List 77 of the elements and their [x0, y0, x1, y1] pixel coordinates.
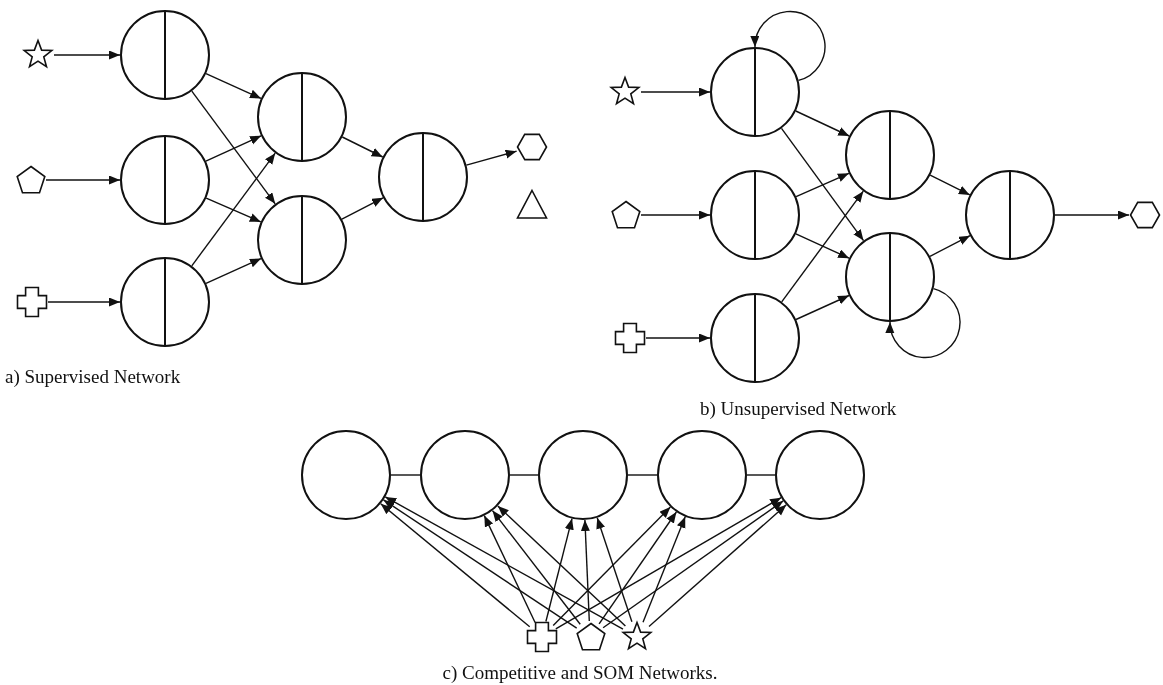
- arrow: [545, 517, 574, 623]
- cross-icon: [16, 286, 48, 318]
- neuron-circle: [710, 170, 800, 260]
- neuron-circle: [257, 195, 347, 285]
- connector-line: [746, 474, 776, 476]
- loop-arrow: [886, 287, 961, 359]
- arrow: [795, 233, 850, 259]
- arrow: [580, 519, 590, 622]
- neuron-circle: [845, 232, 935, 322]
- arrow: [1054, 210, 1130, 220]
- arrow: [205, 257, 262, 285]
- star-icon: [621, 621, 653, 653]
- arrow: [596, 517, 633, 623]
- connector-line: [627, 474, 658, 476]
- arrow: [555, 497, 782, 630]
- neuron-circle: [775, 430, 865, 520]
- arrow: [382, 499, 578, 629]
- star-icon: [609, 76, 641, 108]
- arrow: [780, 127, 865, 242]
- caption-text: a) Supervised Network: [5, 366, 181, 388]
- arrow: [598, 511, 678, 625]
- arrow: [45, 175, 121, 185]
- cross-icon: [526, 621, 558, 653]
- arrow: [53, 50, 121, 60]
- hexagon-icon: [1129, 199, 1161, 231]
- triangle-icon: [516, 189, 548, 221]
- arrow: [47, 297, 121, 307]
- star-icon: [22, 39, 54, 71]
- arrow: [929, 235, 971, 257]
- arrow: [640, 87, 711, 97]
- connector-line: [390, 474, 421, 476]
- arrow: [341, 197, 384, 220]
- arrow: [781, 190, 864, 303]
- arrow: [795, 110, 850, 137]
- arrow: [491, 509, 581, 625]
- cross-icon: [614, 322, 646, 354]
- neuron-circle: [965, 170, 1055, 260]
- neuron-circle: [378, 132, 468, 222]
- neuron-circle: [845, 110, 935, 200]
- arrow: [380, 503, 531, 628]
- neuron-circle: [120, 257, 210, 347]
- arrow: [552, 506, 672, 627]
- neuron-circle: [301, 430, 391, 520]
- caption-text: b) Unsupervised Network: [700, 398, 897, 420]
- neuron-circle: [657, 430, 747, 520]
- arrow: [191, 90, 276, 205]
- neuron-circle: [420, 430, 510, 520]
- neuron-circle: [538, 430, 628, 520]
- arrow: [640, 210, 711, 220]
- arrow: [465, 149, 518, 166]
- pentagon-icon: [14, 164, 46, 196]
- arrow: [929, 174, 971, 196]
- arrow: [642, 516, 686, 623]
- arrow: [645, 333, 711, 343]
- caption-text: c) Competitive and SOM Networks.: [442, 662, 718, 684]
- arrow: [384, 496, 624, 630]
- pentagon-icon: [609, 199, 641, 231]
- hexagon-icon: [516, 131, 548, 163]
- neuron-circle: [120, 135, 210, 225]
- arrow: [483, 514, 536, 624]
- arrow: [795, 172, 850, 198]
- arrow: [648, 504, 787, 628]
- arrow: [341, 136, 384, 158]
- arrow: [205, 135, 262, 162]
- neuron-circle: [120, 10, 210, 100]
- arrow: [795, 294, 850, 321]
- arrow: [602, 500, 784, 629]
- arrow: [497, 505, 627, 627]
- arrow: [205, 197, 262, 223]
- arrow: [205, 72, 262, 100]
- neuron-circle: [257, 72, 347, 162]
- connector-line: [509, 474, 539, 476]
- pentagon-icon: [574, 621, 606, 653]
- arrow: [191, 152, 276, 267]
- neuron-circle: [710, 293, 800, 383]
- neuron-circle: [710, 47, 800, 137]
- loop-arrow: [751, 10, 826, 82]
